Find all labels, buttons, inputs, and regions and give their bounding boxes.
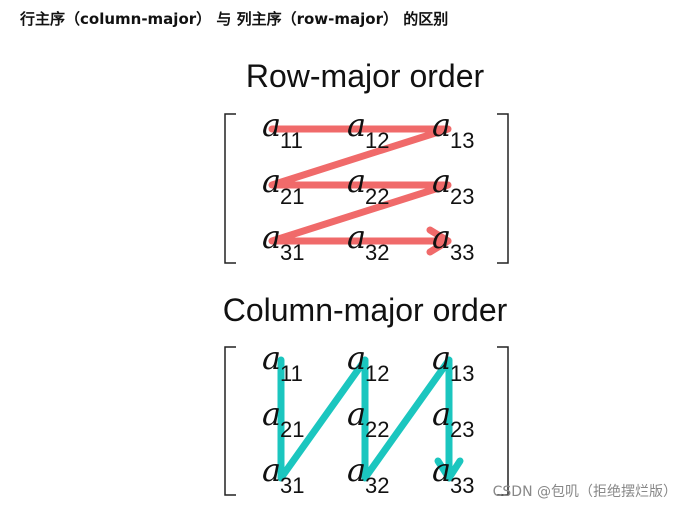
row-major-element-a22: a22 <box>347 162 389 209</box>
row-major-brackets <box>224 113 509 264</box>
row-major-element-a11: a11 <box>262 106 303 153</box>
column-major-element-a21: a21 <box>262 395 304 442</box>
column-major-element-a21-letter: a <box>262 395 281 433</box>
row-major-element-a23: a23 <box>432 162 474 209</box>
row-major-element-a31: a31 <box>262 218 304 265</box>
row-major-element-a12-subscript: 12 <box>365 128 389 153</box>
column-major-element-a33-subscript: 33 <box>450 473 474 498</box>
column-major-element-a13-subscript: 13 <box>450 361 474 386</box>
column-major-element-a21-subscript: 21 <box>280 417 304 442</box>
column-major-element-a33: a33 <box>432 451 474 498</box>
column-major-element-a11-letter: a <box>262 339 281 377</box>
row-major-element-a21-letter: a <box>262 162 281 200</box>
column-major-element-a23-letter: a <box>432 395 451 433</box>
page-heading: 行主序（column-major） 与 列主序（row-major） 的区别 <box>20 10 449 28</box>
column-major-element-a32-subscript: 32 <box>365 473 389 498</box>
column-major-element-a31-letter: a <box>262 451 281 489</box>
column-major-arrowhead <box>434 457 464 482</box>
column-major-element-a12: a12 <box>347 339 389 386</box>
row-major-element-a21: a21 <box>262 162 304 209</box>
row-major-element-a33-subscript: 33 <box>450 240 474 265</box>
csdn-watermark: CSDN @包叽（拒绝摆烂版） <box>492 484 677 500</box>
column-major-left-bracket <box>224 346 236 496</box>
row-major-arrowhead <box>426 226 452 256</box>
column-major-element-a32-letter: a <box>347 451 366 489</box>
row-major-element-a32-letter: a <box>347 218 366 256</box>
column-major-element-a31-subscript: 31 <box>280 473 304 498</box>
column-major-brackets <box>224 346 509 496</box>
column-major-element-a12-letter: a <box>347 339 366 377</box>
row-major-path-line <box>268 125 452 245</box>
row-major-element-a23-subscript: 23 <box>450 184 474 209</box>
column-major-title: Column-major order <box>222 292 508 328</box>
column-major-element-a13: a13 <box>432 339 474 386</box>
row-major-element-a21-subscript: 21 <box>280 184 304 209</box>
column-major-element-a22-letter: a <box>347 395 366 433</box>
column-major-arrow-path <box>277 356 464 482</box>
row-major-element-a12: a12 <box>347 106 389 153</box>
row-major-title: Row-major order <box>245 58 485 94</box>
column-major-element-a32: a32 <box>347 451 389 498</box>
column-major-element-a23: a23 <box>432 395 474 442</box>
column-major-element-a11: a11 <box>262 339 303 386</box>
column-major-path-line <box>277 356 453 482</box>
row-major-element-a13-subscript: 13 <box>450 128 474 153</box>
row-major-element-a13: a13 <box>432 106 474 153</box>
row-major-element-a11-subscript: 11 <box>280 128 303 153</box>
row-major-element-a13-letter: a <box>432 106 451 144</box>
row-major-element-a23-letter: a <box>432 162 451 200</box>
column-major-element-a13-letter: a <box>432 339 451 377</box>
row-major-element-a32: a32 <box>347 218 389 265</box>
column-major-element-a33-letter: a <box>432 451 451 489</box>
column-major-element-a23-subscript: 23 <box>450 417 474 442</box>
column-major-element-a11-subscript: 11 <box>280 361 303 386</box>
column-major-right-bracket <box>497 346 509 496</box>
row-major-element-a22-subscript: 22 <box>365 184 389 209</box>
row-major-element-a31-letter: a <box>262 218 281 256</box>
row-major-element-a12-letter: a <box>347 106 366 144</box>
row-major-element-a33-letter: a <box>432 218 451 256</box>
column-major-element-a12-subscript: 12 <box>365 361 389 386</box>
row-major-left-bracket <box>224 113 236 264</box>
row-major-right-bracket <box>497 113 509 264</box>
row-major-element-a33: a33 <box>432 218 474 265</box>
row-major-element-a11-letter: a <box>262 106 281 144</box>
row-major-element-a32-subscript: 32 <box>365 240 389 265</box>
column-major-element-a31: a31 <box>262 451 304 498</box>
row-major-element-a22-letter: a <box>347 162 366 200</box>
column-major-element-a22: a22 <box>347 395 389 442</box>
row-major-element-a31-subscript: 31 <box>280 240 304 265</box>
row-major-arrow-path <box>268 125 452 256</box>
column-major-element-a22-subscript: 22 <box>365 417 389 442</box>
